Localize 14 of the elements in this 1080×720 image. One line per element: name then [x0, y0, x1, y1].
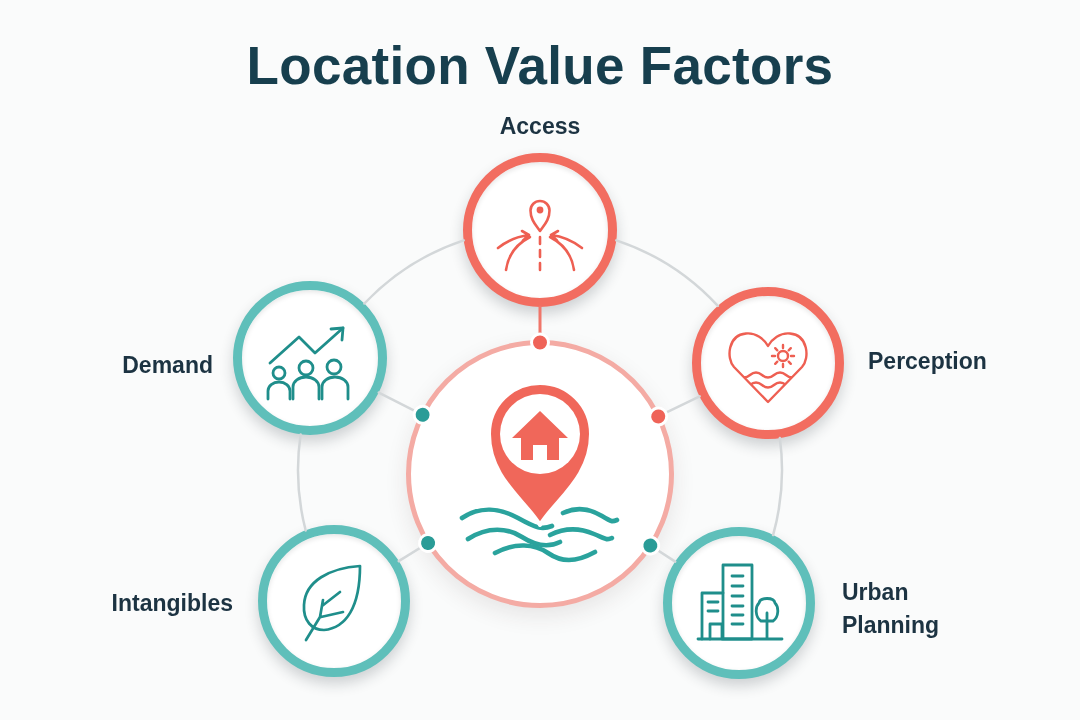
factor-label: Urban Planning — [842, 577, 941, 640]
ring-arc — [297, 433, 307, 532]
factor-label: Demand — [122, 351, 213, 381]
connector-line — [640, 535, 677, 563]
connector-line — [377, 391, 433, 425]
ring-arc — [363, 239, 465, 305]
ring-arc — [615, 239, 720, 308]
connector-line — [648, 395, 701, 427]
connector-line — [530, 305, 550, 353]
ring-arc — [771, 436, 784, 537]
factor-label: Access — [499, 111, 581, 141]
factor-label: Intangibles — [111, 589, 233, 619]
title: Location Value Factors — [246, 38, 834, 94]
factor-label: Perception — [868, 347, 987, 377]
